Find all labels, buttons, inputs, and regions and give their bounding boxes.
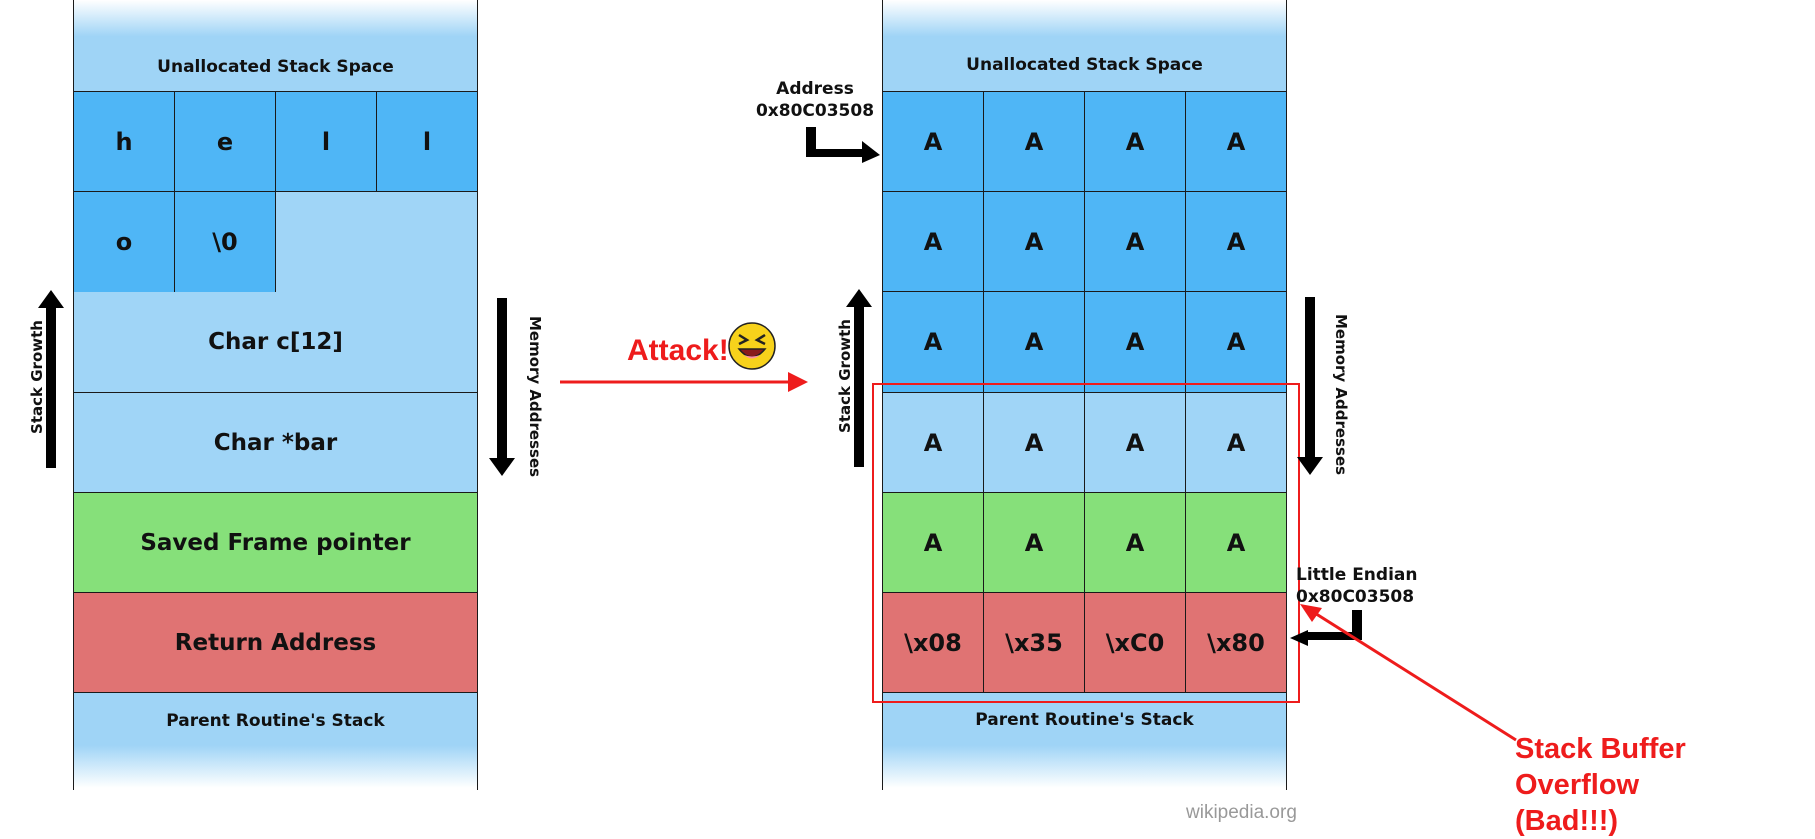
- left-char-array-label: Char c[12]: [73, 292, 478, 393]
- overflow-byte-cell: A: [1185, 91, 1287, 192]
- left-stack-growth-label: Stack Growth: [27, 320, 46, 434]
- left-stack: Unallocated Stack Space h e l l o \0 Cha…: [73, 0, 478, 790]
- return-address-byte: \xC0: [1084, 592, 1186, 693]
- overflow-byte-cell: A: [983, 191, 1085, 292]
- overflow-byte-cell: A: [1084, 392, 1186, 493]
- overflow-byte-cell: A: [882, 392, 984, 493]
- watermark: wikipedia.org: [1186, 802, 1297, 823]
- left-parent-stack: Parent Routine's Stack: [73, 692, 478, 788]
- overflow-byte-cell: A: [882, 492, 984, 593]
- left-saved-frame-pointer: Saved Frame pointer: [73, 492, 478, 593]
- overflow-byte-cell: A: [1084, 91, 1186, 192]
- left-unallocated-region: Unallocated Stack Space: [73, 0, 478, 92]
- overflow-byte-cell: A: [983, 291, 1085, 393]
- overflow-byte-cell: A: [983, 91, 1085, 192]
- left-memory-addresses-label: Memory Addresses: [526, 316, 544, 478]
- attack-label: Attack!: [627, 334, 729, 367]
- overflow-highlight-box: [872, 383, 1300, 703]
- right-unallocated-region: Unallocated Stack Space: [882, 0, 1287, 92]
- overflow-byte-cell: A: [1084, 191, 1186, 292]
- left-buffer-cell: o: [73, 191, 175, 293]
- overflow-byte-cell: A: [882, 191, 984, 292]
- right-stack-growth-label: Stack Growth: [835, 319, 854, 433]
- return-address-byte: \x35: [983, 592, 1085, 693]
- left-buffer-cell: e: [174, 91, 276, 192]
- left-buffer-cell: l: [275, 91, 377, 192]
- address-pointer-arrow: [806, 127, 880, 163]
- overflow-byte-cell: A: [1185, 492, 1287, 593]
- little-endian-pointer-arrow: [1290, 610, 1362, 646]
- right-stack-growth-arrow: [846, 289, 872, 467]
- right-stack: Unallocated Stack Space A A A A A A A A …: [882, 0, 1287, 790]
- right-memory-addresses-label: Memory Addresses: [1332, 314, 1350, 476]
- left-char-pointer: Char *bar: [73, 392, 478, 493]
- left-buffer-cell: l: [376, 91, 478, 192]
- overflow-byte-cell: A: [882, 291, 984, 393]
- left-memory-addresses-arrow: [489, 298, 515, 476]
- overflow-byte-cell: A: [882, 91, 984, 192]
- overflow-byte-cell: A: [1185, 191, 1287, 292]
- right-parent-stack: Parent Routine's Stack: [882, 692, 1287, 788]
- laughing-face-icon: [728, 322, 776, 370]
- little-endian-label: Little Endian 0x80C03508: [1296, 565, 1418, 607]
- return-address-byte: \x08: [882, 592, 984, 693]
- overflow-byte-cell: A: [983, 492, 1085, 593]
- overflow-label: Stack Buffer Overflow (Bad!!!): [1515, 733, 1686, 837]
- overflow-byte-cell: A: [983, 392, 1085, 493]
- left-return-address: Return Address: [73, 592, 478, 693]
- left-buffer-cell: h: [73, 91, 175, 192]
- left-stack-growth-arrow: [38, 290, 64, 468]
- overflow-callout-arrow: [1300, 604, 1517, 742]
- left-unallocated-label: Unallocated Stack Space: [157, 57, 394, 77]
- return-address-byte: \x80: [1185, 592, 1287, 693]
- attack-arrow: [560, 372, 808, 392]
- overflow-byte-cell: A: [1185, 291, 1287, 393]
- overflow-byte-cell: A: [1084, 291, 1186, 393]
- address-label: Address 0x80C03508: [755, 79, 875, 121]
- left-buffer-cell: \0: [174, 191, 276, 293]
- right-memory-addresses-arrow: [1297, 297, 1323, 475]
- overflow-byte-cell: A: [1084, 492, 1186, 593]
